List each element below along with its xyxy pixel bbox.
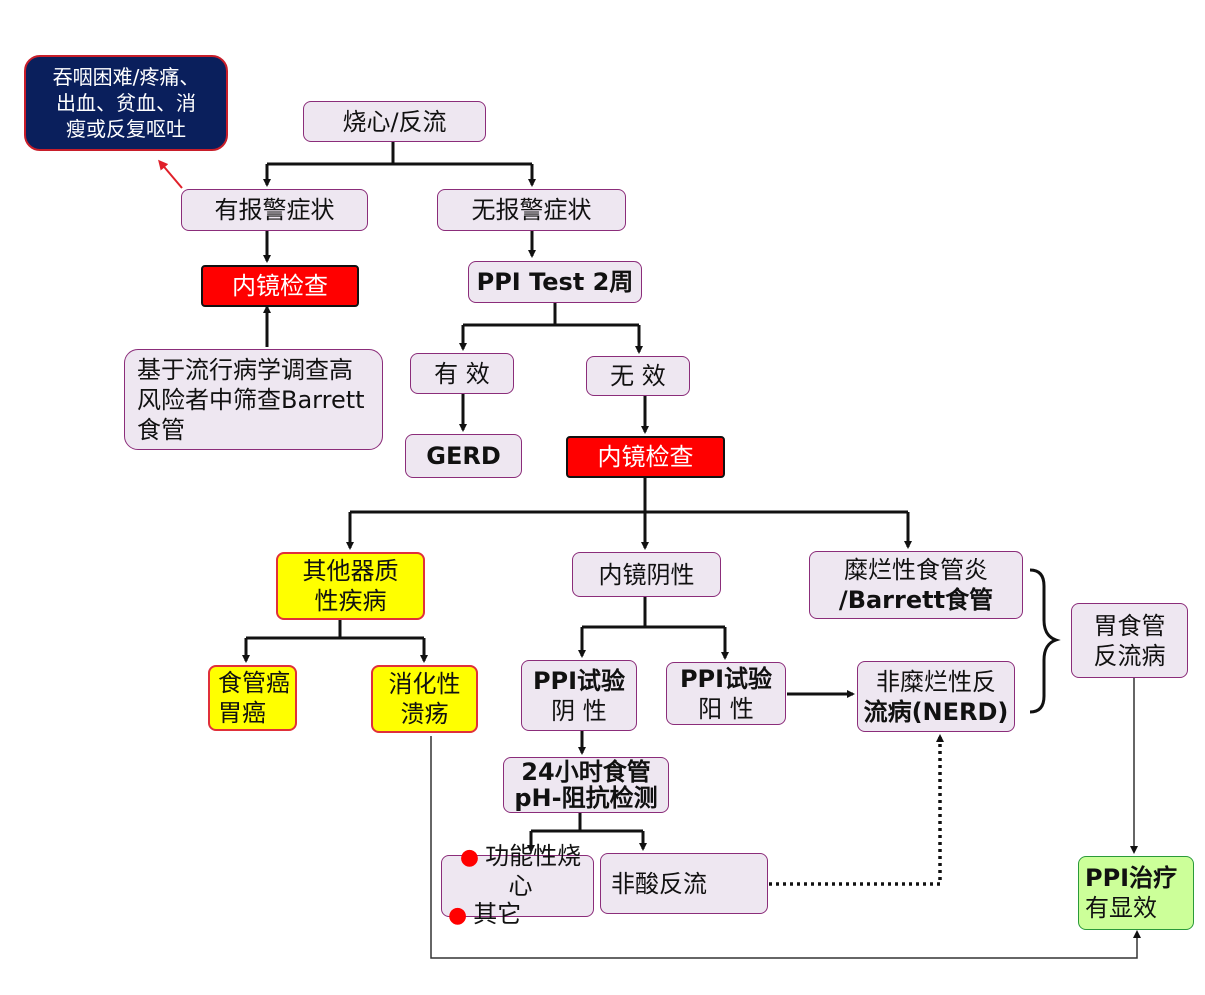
screening-node: 基于流行病学调查高 风险者中筛查Barrett 食管 (124, 349, 383, 450)
ulcer-line-1: 消化性 (388, 670, 461, 698)
functional-item-1: ●功能性烧心 (448, 842, 593, 900)
warning-note: 吞咽困难/疼痛、 出血、贫血、消 瘦或反复呕吐 (24, 55, 228, 151)
ppi-positive-node: PPI试验 阳 性 (666, 662, 786, 725)
ineffective-node: 无 效 (586, 356, 690, 396)
cancer-line-2: 胃癌 (218, 699, 266, 727)
ppi-effective-line-1: PPI治疗 (1085, 864, 1178, 892)
gerd-node: GERD (405, 434, 522, 478)
screening-line-1: 基于流行病学调查高 (137, 355, 353, 384)
gerd-label: GERD (426, 442, 501, 470)
edge-ulcer-ppi-effective (430, 736, 1141, 959)
functional-item-2: ●其它 (448, 900, 521, 930)
ppi-effective-line-2: 有显效 (1085, 894, 1157, 922)
bullet-icon: ● (448, 903, 468, 928)
edge-root-split (267, 142, 532, 166)
screening-line-2: 风险者中筛查Barrett (137, 385, 365, 414)
nerd-node: 非糜烂性反 流病(NERD) (857, 661, 1015, 732)
functional-node: ●功能性烧心 ●其它 (441, 842, 594, 928)
ulcer-node: 消化性 溃疡 (371, 665, 478, 733)
alarm-yes-node: 有报警症状 (181, 189, 368, 231)
functional-line-2: 其它 (473, 900, 522, 928)
gerd-group-line-1: 胃食管 (1093, 611, 1166, 640)
bullet-icon: ● (459, 845, 480, 870)
endoscopy-1-label: 内镜检查 (232, 272, 328, 300)
non-acid-node: 非酸反流 (600, 853, 768, 914)
ppi-test-label: PPI Test 2周 (476, 268, 634, 296)
endo-negative-node: 内镜阴性 (572, 552, 721, 597)
functional-line-1: 功能性烧心 (485, 842, 582, 900)
effective-node: 有 效 (410, 353, 514, 394)
nerd-line-1: 非糜烂性反 (876, 667, 996, 696)
endoscopy-2-label: 内镜检查 (597, 443, 694, 471)
screening-line-3: 食管 (137, 415, 185, 444)
endo-negative-label: 内镜阴性 (598, 560, 695, 589)
edge-non-acid-nerd (769, 734, 944, 886)
other-organic-line-1: 其他器质 (302, 557, 399, 585)
edge-ph-split (531, 813, 643, 833)
ppi-negative-line-2: 阴 性 (551, 696, 607, 725)
erosive-line-2: /Barrett食管 (838, 586, 994, 614)
nerd-line-2: 流病(NERD) (863, 697, 1009, 726)
ppi-positive-line-1: PPI试验 (679, 664, 773, 693)
ulcer-line-2: 溃疡 (400, 700, 449, 728)
endoscopy-node-2: 内镜检查 (566, 436, 725, 478)
edge-ppi-split (463, 303, 639, 327)
erosive-node: 糜烂性食管炎 /Barrett食管 (809, 551, 1023, 619)
root-label: 烧心/反流 (342, 107, 447, 136)
gerd-group-line-2: 反流病 (1093, 641, 1166, 670)
gerd-group-node: 胃食管 反流病 (1071, 603, 1188, 678)
ppi-negative-node: PPI试验 阴 性 (521, 660, 637, 731)
other-organic-node: 其他器质 性疾病 (276, 552, 425, 620)
ppi-effective-node: PPI治疗 有显效 (1078, 856, 1194, 930)
warning-note-line-1: 吞咽困难/疼痛、 (52, 65, 200, 89)
edge-organic-split (246, 620, 424, 640)
ineffective-label: 无 效 (610, 362, 666, 390)
ph-test-node: 24小时食管 pH-阻抗检测 (503, 757, 669, 813)
effective-label: 有 效 (434, 359, 490, 388)
edge-negative-split (582, 597, 725, 629)
ppi-negative-line-1: PPI试验 (532, 666, 626, 695)
non-acid-label: 非酸反流 (611, 869, 707, 898)
ph-test-line-1: 24小时食管 (521, 758, 651, 786)
root-node: 烧心/反流 (303, 101, 486, 142)
cancer-line-1: 食管癌 (218, 669, 290, 697)
warning-note-line-3: 瘦或反复呕吐 (66, 117, 186, 141)
ph-test-line-2: pH-阻抗检测 (514, 784, 658, 812)
ppi-positive-line-2: 阳 性 (698, 694, 754, 723)
erosive-line-1: 糜烂性食管炎 (844, 556, 988, 584)
warning-note-line-2: 出血、贫血、消 (56, 91, 196, 115)
endoscopy-node-1: 内镜检查 (201, 265, 359, 307)
other-organic-line-2: 性疾病 (314, 587, 387, 615)
edge-endoscopy-split (350, 478, 908, 514)
alarm-no-node: 无报警症状 (437, 189, 626, 231)
alarm-yes-label: 有报警症状 (214, 196, 335, 224)
edge-alarm-warning (158, 159, 183, 189)
brace-bracket (1029, 568, 1061, 714)
ppi-test-node: PPI Test 2周 (468, 261, 642, 303)
cancer-node: 食管癌 胃癌 (208, 665, 297, 731)
alarm-no-label: 无报警症状 (471, 196, 592, 224)
